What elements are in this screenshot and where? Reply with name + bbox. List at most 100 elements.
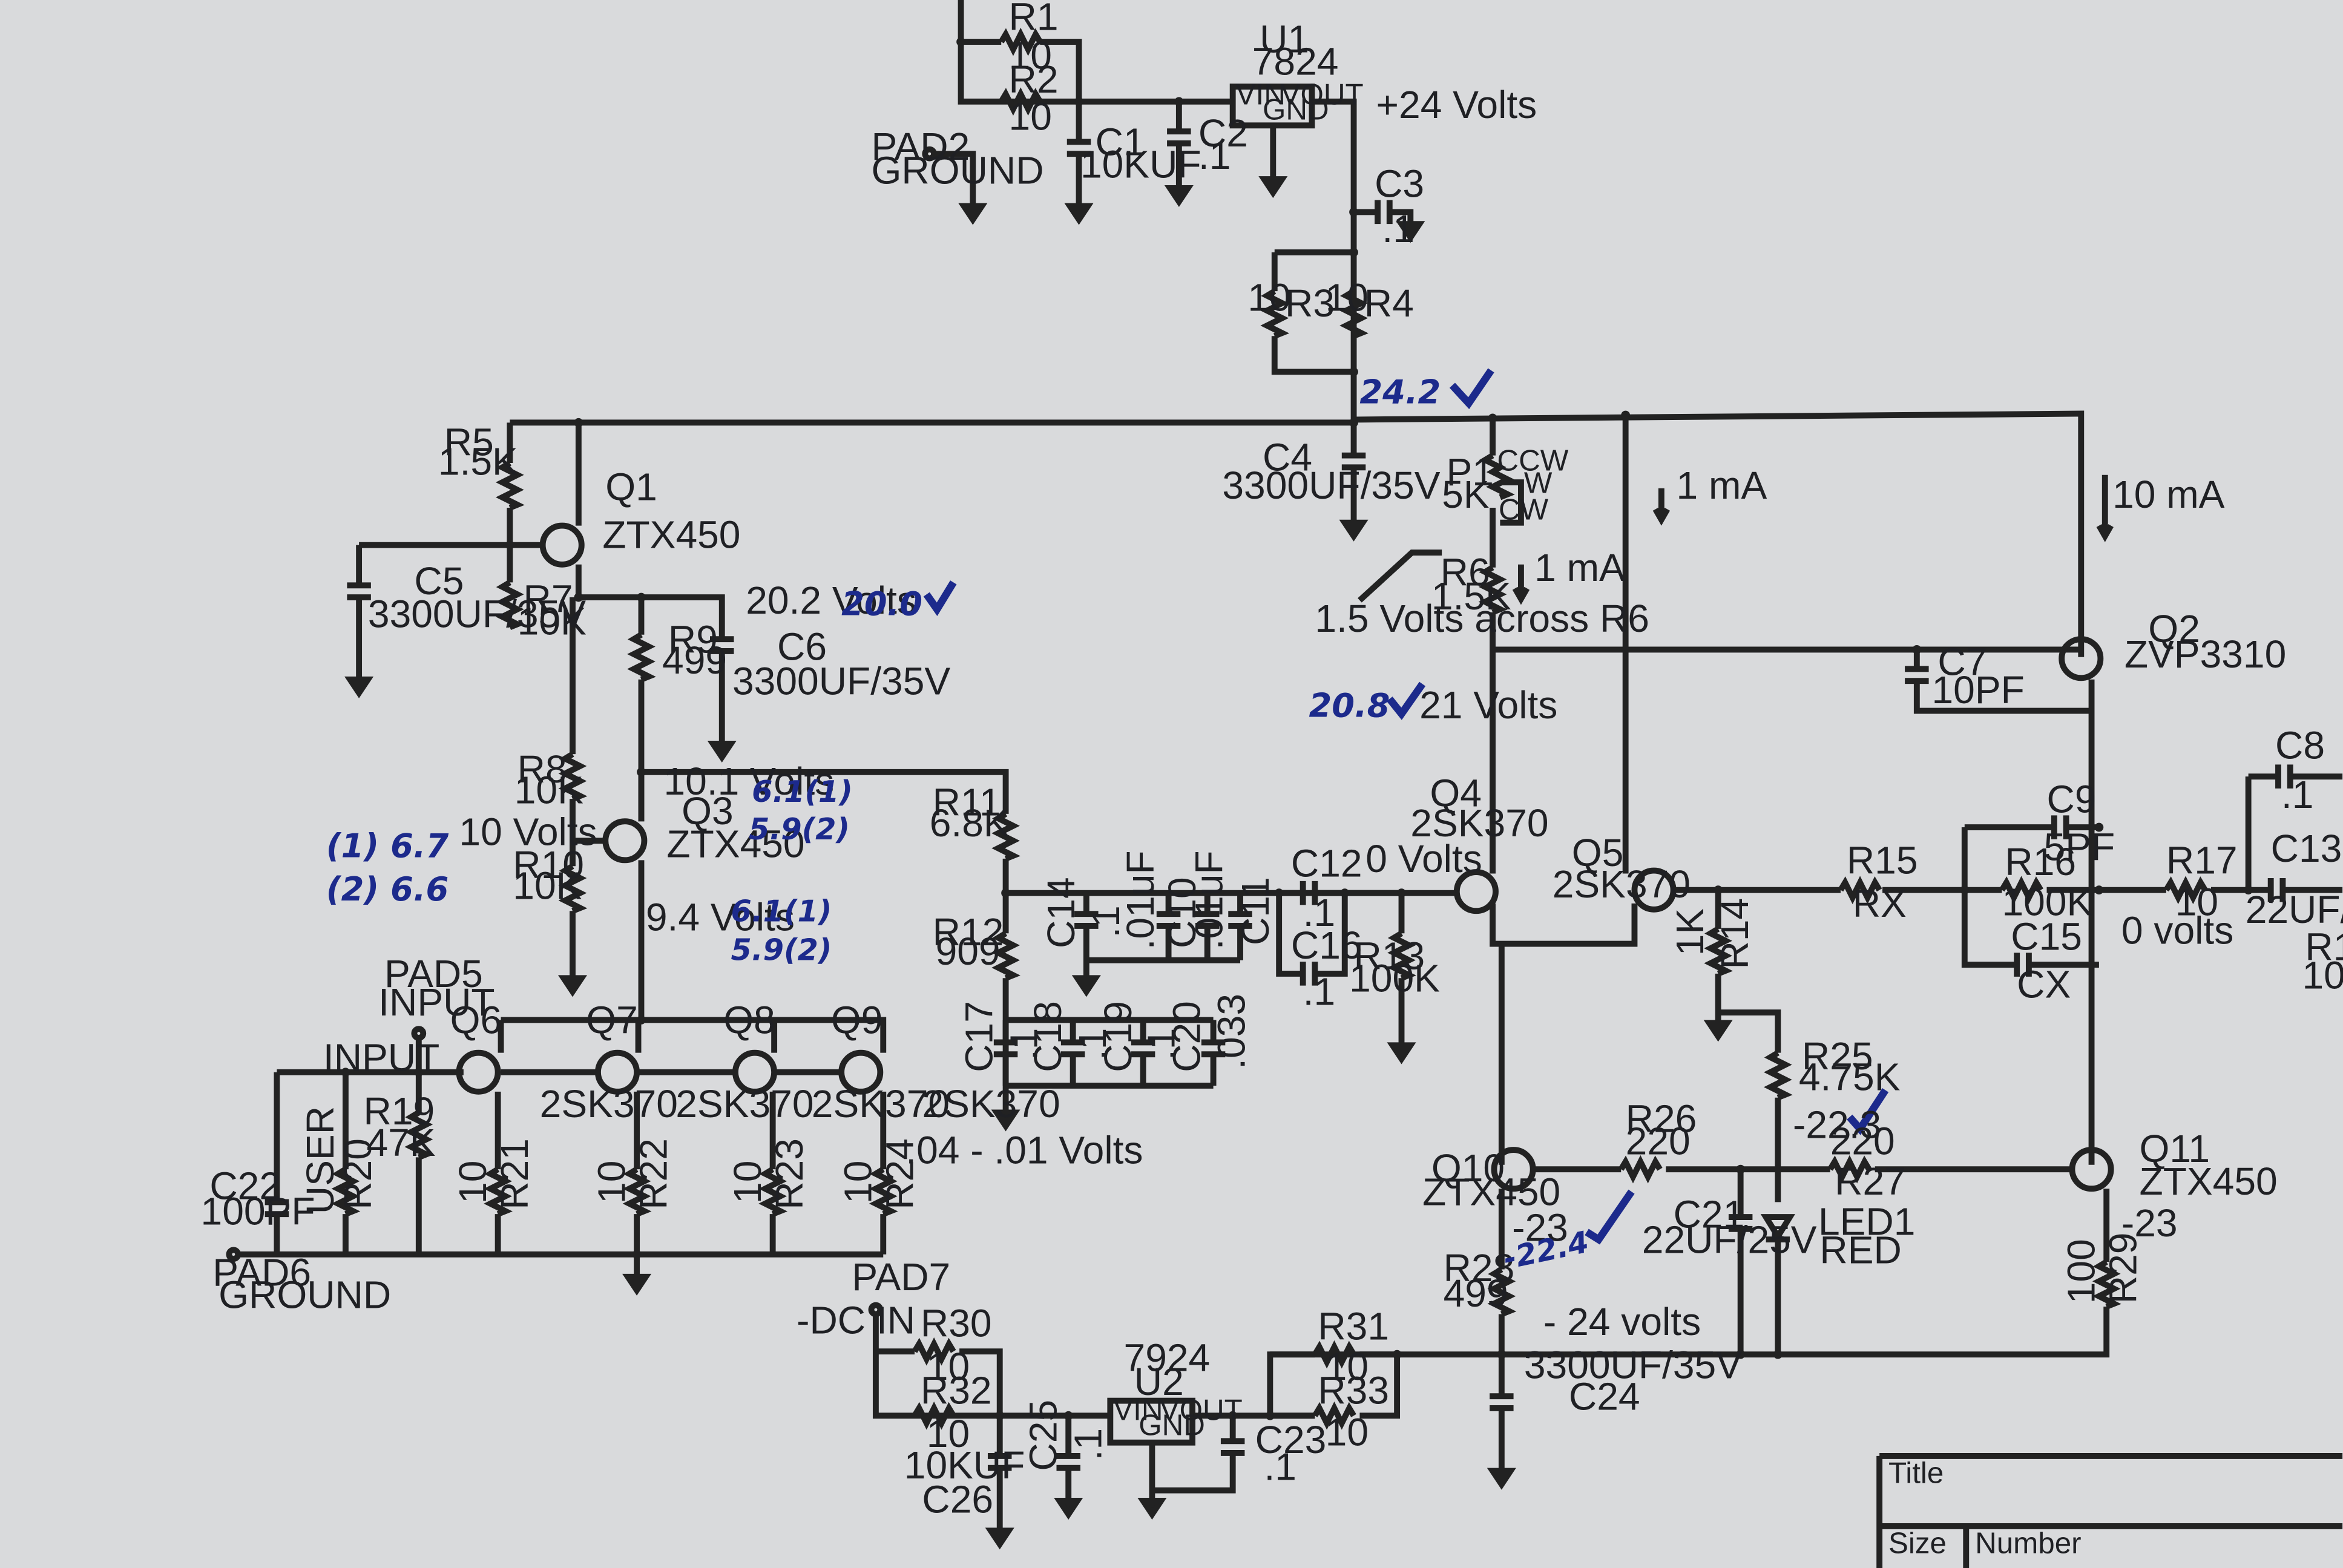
- label-c5: C5: [414, 559, 464, 603]
- value-r29: 100: [2059, 1239, 2103, 1304]
- label-r29: R29: [2101, 1233, 2145, 1304]
- label-u1: U1: [1260, 17, 1309, 61]
- label-q6: Q6: [450, 999, 502, 1042]
- left-buffer-section: [344, 422, 1402, 1132]
- value-r9: 499: [662, 638, 727, 682]
- resistor-r30: [912, 1337, 956, 1366]
- resistor-r26: [1618, 1155, 1663, 1184]
- label-r26: R26: [1626, 1097, 1697, 1140]
- hand-5-9-a: 5.9(2): [749, 812, 850, 847]
- value-r13: 100K: [1349, 956, 1440, 1000]
- value-c7: 10PF: [1932, 668, 2025, 712]
- hand-24-2: 24.2: [1359, 373, 1441, 411]
- label-r14: R14: [1713, 898, 1756, 969]
- label-r16: R16: [2005, 840, 2076, 884]
- resistor-r31: [1312, 1340, 1356, 1369]
- type-q5: 2SK370: [1553, 862, 1691, 906]
- capacitor-c21: [1728, 1214, 1753, 1232]
- value-c10: .01uF: [1187, 850, 1231, 950]
- resistor-r3: [1260, 288, 1290, 339]
- value-c13: 22UF/25V: [2246, 888, 2343, 931]
- label-r21: R21: [493, 1138, 536, 1210]
- label-pad7-dcin: -DC IN: [797, 1299, 915, 1342]
- label-c8: C8: [2275, 724, 2325, 767]
- note-plus24: +24 Volts: [1376, 83, 1537, 126]
- hand-6-7: (1) 6.7: [326, 827, 449, 865]
- resistor-r10: [558, 863, 588, 914]
- value-r33: 10: [1326, 1411, 1369, 1454]
- label-r10: R10: [513, 843, 584, 887]
- label-c3: C3: [1375, 162, 1424, 206]
- label-r30: R30: [921, 1302, 992, 1345]
- resistor-r25: [1763, 1050, 1793, 1101]
- label-pad2-ground: GROUND: [872, 149, 1044, 192]
- resistor-r17: [2163, 876, 2208, 905]
- value-c1: 10KUF: [1080, 143, 1201, 186]
- note-0v: 0 Volts: [1365, 837, 1482, 881]
- note-1ma-b: 1 mA: [1534, 546, 1625, 589]
- value-r26: 220: [1626, 1119, 1691, 1163]
- value-c26: 10KUF: [904, 1443, 1025, 1487]
- title-block-size: Size: [1888, 1526, 1947, 1560]
- label-c1: C1: [1096, 120, 1145, 164]
- label-c4: C4: [1263, 435, 1312, 479]
- resistor-r1: [998, 27, 1043, 56]
- value-r12: 909: [936, 930, 1001, 973]
- filter-capacitor-bank: [993, 881, 1416, 1089]
- note-21v: 21 Volts: [1419, 683, 1557, 727]
- resistor-r16: [1999, 876, 2043, 905]
- label-c22: C22: [209, 1164, 281, 1207]
- resistor-r15: [1838, 876, 1882, 905]
- hand-6-6: (2) 6.6: [326, 870, 449, 908]
- value-c4: 3300UF/35V: [1222, 464, 1440, 507]
- label-c20: C20: [1165, 1001, 1208, 1072]
- label-q7: Q7: [586, 999, 638, 1042]
- value-c6: 3300UF/35V: [732, 659, 950, 703]
- negative-regulator-section: [868, 1302, 1402, 1550]
- note-04-01v: .04 - .01 Volts: [905, 1128, 1143, 1172]
- type-q9: 2SK370: [812, 1082, 950, 1126]
- resistor-r32: [912, 1401, 956, 1430]
- label-q8: Q8: [723, 999, 775, 1042]
- capacitor-c3: [1375, 200, 1393, 225]
- value-r19: 47K: [366, 1121, 435, 1164]
- type-q3: ZTX450: [666, 822, 804, 865]
- value-p1: 5K: [1442, 473, 1490, 516]
- label-r25: R25: [1802, 1034, 1873, 1078]
- value-r23: 10: [726, 1161, 769, 1204]
- value-r15: RX: [1853, 882, 1907, 925]
- value-c23: .1: [1264, 1445, 1296, 1488]
- value-r14: 1K: [1668, 908, 1712, 956]
- note-10v: 10 Volts: [459, 810, 597, 854]
- type-q8: 2SK370: [675, 1082, 813, 1126]
- label-r18: R18: [2305, 925, 2343, 969]
- value-c15: CX: [2017, 962, 2071, 1006]
- capacitor-c22: [265, 1199, 289, 1218]
- label-u2: U2: [1134, 1360, 1184, 1403]
- resistor-r2: [998, 87, 1043, 116]
- value-c3: .1: [1382, 207, 1415, 251]
- label-q9: Q9: [831, 999, 883, 1042]
- type-q6: 2SK370: [922, 1082, 1060, 1126]
- p1-ccw: CCW: [1497, 444, 1568, 477]
- value-r1: 10: [1009, 34, 1052, 77]
- resistor-r20: [331, 1166, 361, 1217]
- label-r15: R15: [1847, 839, 1918, 882]
- title-block-title: Title: [1888, 1456, 1944, 1489]
- label-r24: R24: [878, 1138, 922, 1210]
- value-c24: 3300UF/35V: [1524, 1343, 1742, 1387]
- label-c18: C18: [1026, 1001, 1070, 1072]
- resistor-r6: [1478, 565, 1508, 615]
- label-q3: Q3: [682, 789, 734, 833]
- capacitor-c5: [347, 582, 371, 600]
- resistor-r14: [1704, 926, 1733, 977]
- value-c8: .1: [2281, 773, 2314, 816]
- u2-vin: VIN: [1113, 1394, 1163, 1427]
- label-c23: C23: [1255, 1418, 1327, 1461]
- resistor-r7: [495, 580, 525, 630]
- value-c9-extra: .01uF: [1119, 850, 1162, 950]
- resistor-r22: [622, 1166, 652, 1217]
- value-r22: 10: [590, 1161, 633, 1204]
- value-r20: USER: [298, 1106, 342, 1214]
- label-r8: R8: [518, 747, 567, 791]
